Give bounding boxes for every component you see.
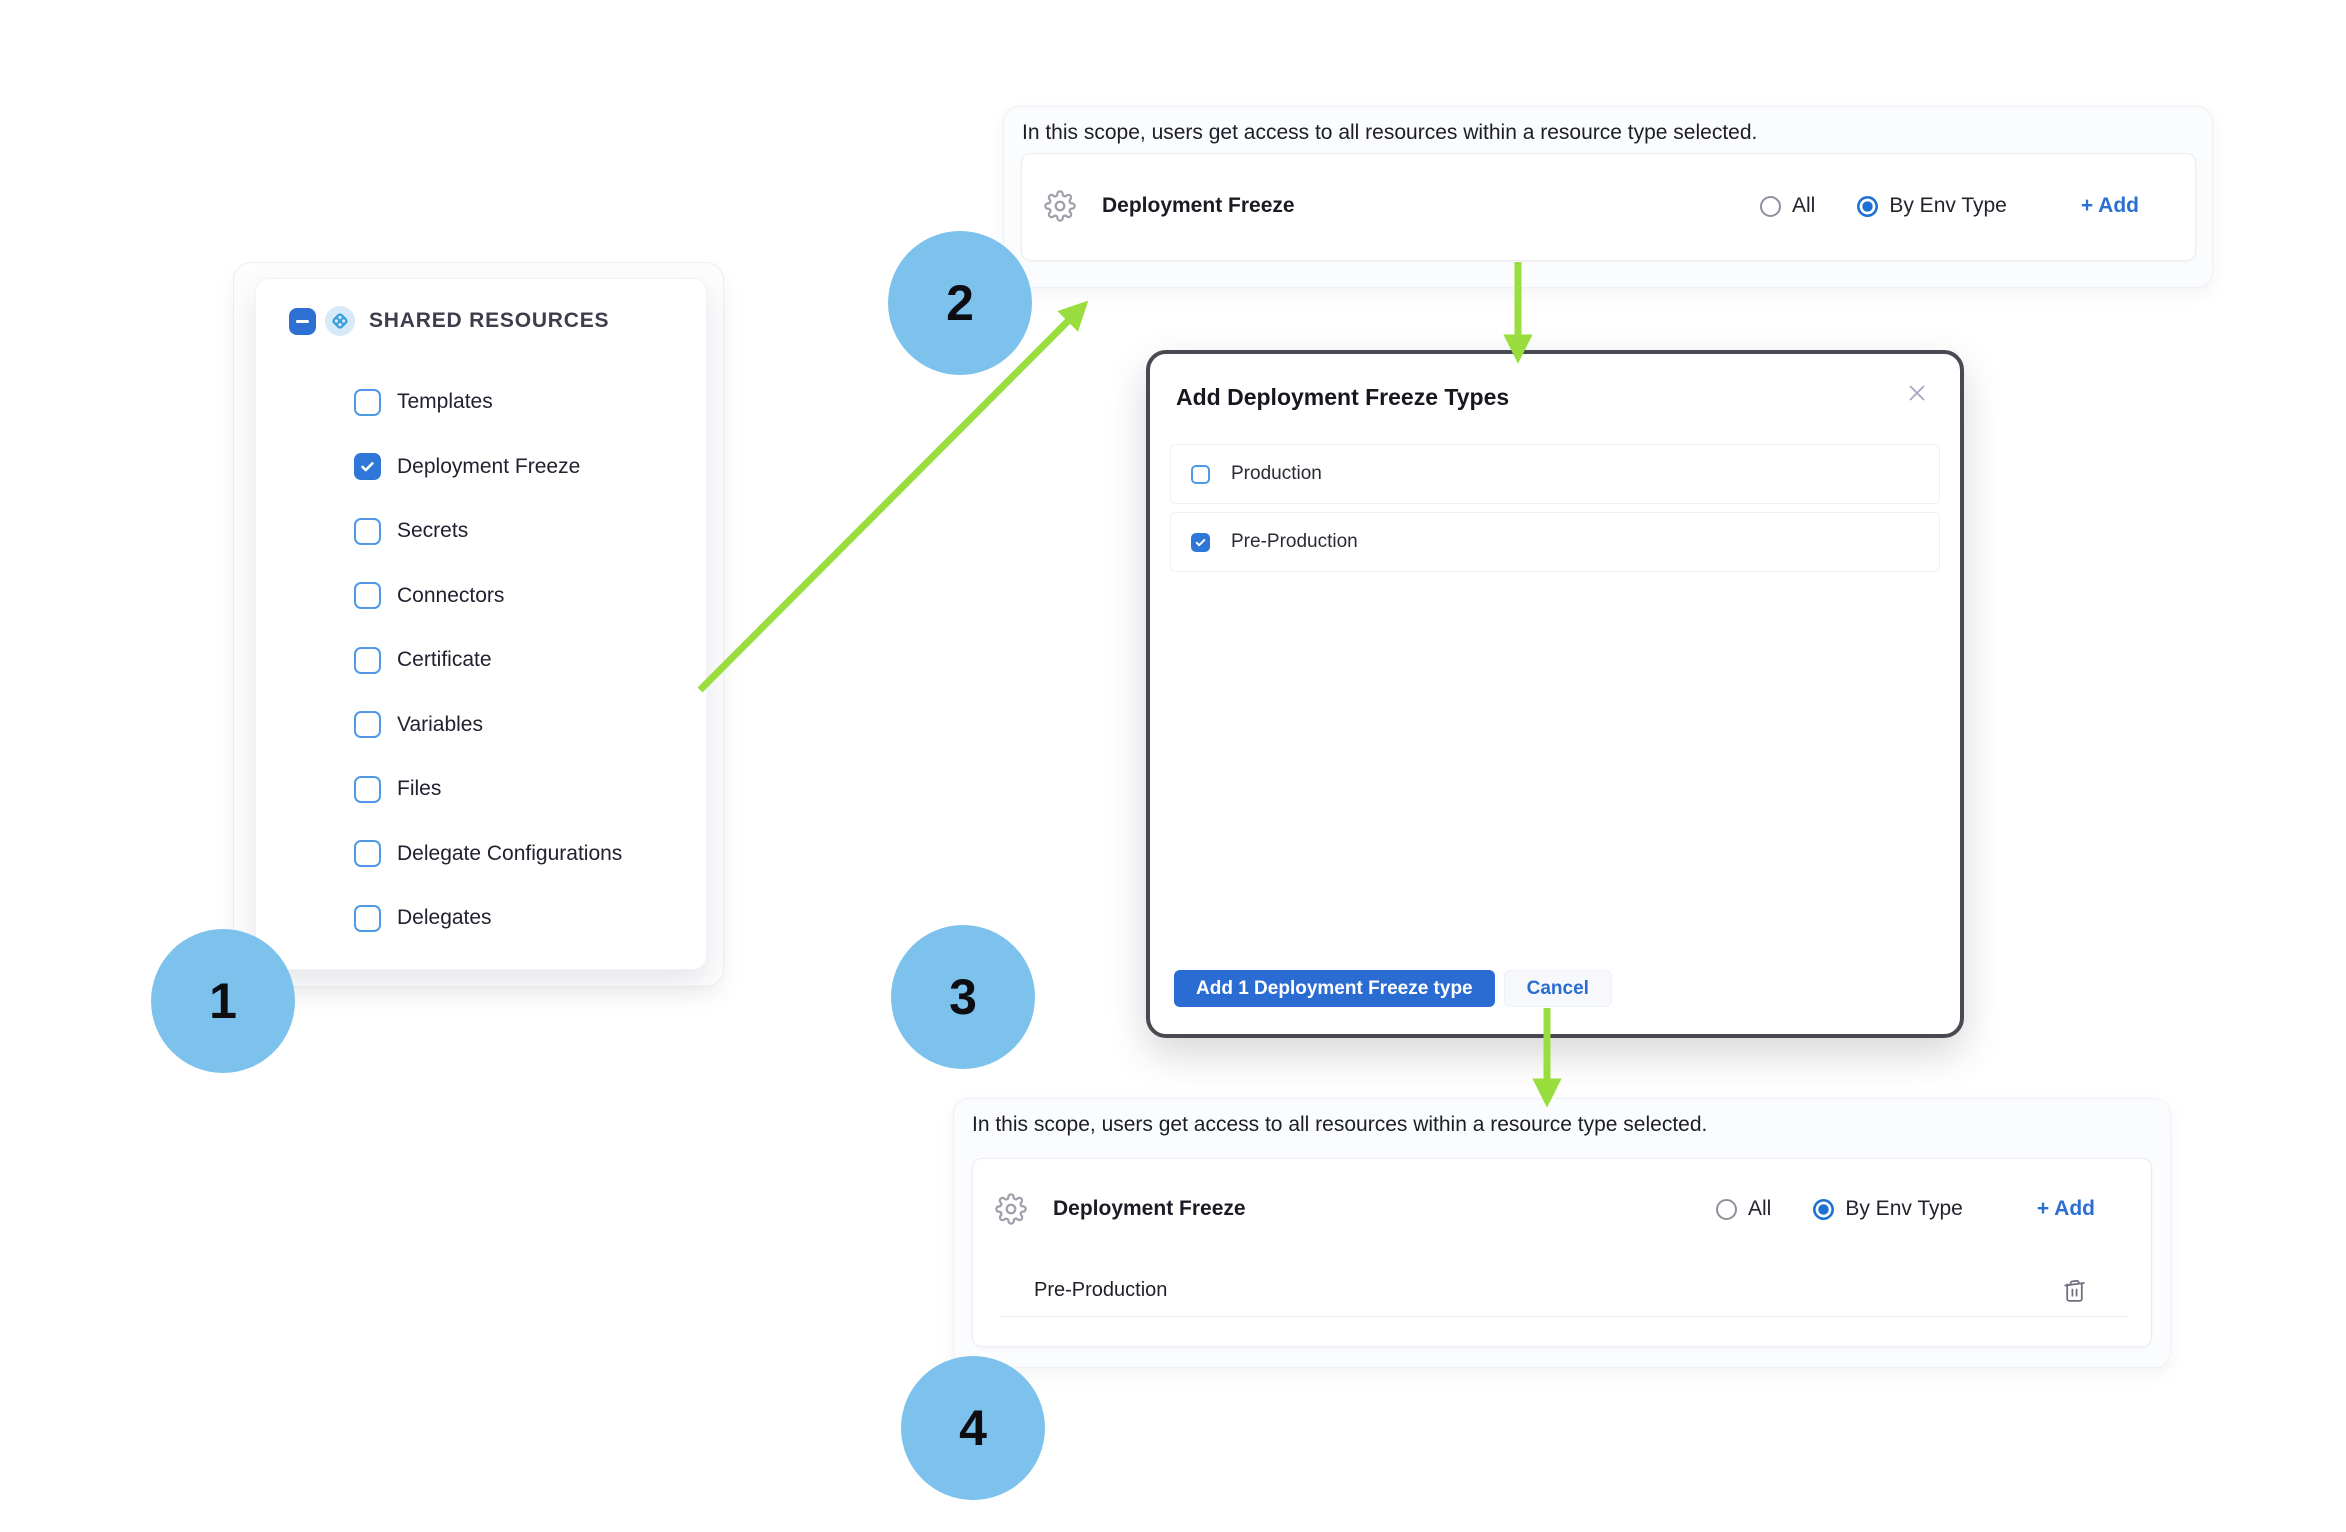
step-number: 4 xyxy=(959,1400,987,1456)
close-button[interactable] xyxy=(1904,378,1934,408)
scope-description: In this scope, users get access to all r… xyxy=(1022,121,1758,144)
resource-item-files[interactable]: Files xyxy=(354,757,622,822)
scope-panel-bottom: In this scope, users get access to all r… xyxy=(953,1098,2171,1368)
checkbox-unchecked[interactable] xyxy=(354,582,381,610)
deployment-freeze-row: Deployment Freeze All By Env Type + Add xyxy=(973,1159,2151,1259)
radio-option-by-env-type[interactable]: By Env Type xyxy=(1813,1197,1963,1221)
radio-option-all[interactable]: All xyxy=(1716,1197,1771,1221)
step-number: 2 xyxy=(946,275,974,331)
gear-icon xyxy=(995,1193,1027,1225)
checkbox-unchecked[interactable] xyxy=(354,840,381,868)
deployment-freeze-row: Deployment Freeze All By Env Type + Add xyxy=(1022,154,2195,258)
resource-item-secrets[interactable]: Secrets xyxy=(354,499,622,564)
add-link[interactable]: + Add xyxy=(2036,1197,2095,1220)
scope-description: In this scope, users get access to all r… xyxy=(972,1113,1708,1136)
submit-button[interactable]: Add 1 Deployment Freeze type xyxy=(1174,970,1495,1007)
resource-list: Templates Deployment Freeze Secrets Conn… xyxy=(354,370,622,951)
step-4-marker: 4 xyxy=(901,1356,1045,1500)
radio-selected-icon[interactable] xyxy=(1813,1198,1835,1220)
checkbox-unchecked[interactable] xyxy=(354,775,381,803)
add-link[interactable]: + Add xyxy=(2080,194,2139,217)
check-icon xyxy=(1195,538,1206,546)
section-title: SHARED RESOURCES xyxy=(369,309,610,332)
resource-item-templates[interactable]: Templates xyxy=(354,370,622,435)
resource-item-variables[interactable]: Variables xyxy=(354,693,622,758)
resource-item-delegates[interactable]: Delegates xyxy=(354,886,622,951)
resource-item-certificate[interactable]: Certificate xyxy=(354,628,622,693)
resource-type-label: Deployment Freeze xyxy=(1102,194,1295,217)
selected-type-label: Pre-Production xyxy=(1034,1278,1168,1301)
scope-radio-group: All By Env Type xyxy=(1760,194,2007,218)
shared-resources-panel: SHARED RESOURCES Templates Deployment Fr… xyxy=(255,278,707,970)
checkbox-checked[interactable] xyxy=(1191,532,1210,552)
checkbox-checked[interactable] xyxy=(354,453,381,481)
step-2-marker: 2 xyxy=(888,231,1032,375)
resource-type-card: Deployment Freeze All By Env Type + Add … xyxy=(972,1158,2152,1347)
checkbox-unchecked[interactable] xyxy=(354,646,381,674)
checkbox-unchecked[interactable] xyxy=(1191,464,1210,484)
freeze-type-list: Production Pre-Production xyxy=(1170,444,1940,572)
modal-footer: Add 1 Deployment Freeze type Cancel xyxy=(1174,970,1612,1007)
radio-selected-icon[interactable] xyxy=(1857,195,1879,217)
delete-button[interactable] xyxy=(2062,1278,2087,1303)
tree-header: SHARED RESOURCES xyxy=(289,306,609,336)
radio-option-by-env-type[interactable]: By Env Type xyxy=(1857,194,2007,218)
step-number: 1 xyxy=(209,973,237,1029)
shared-resources-icon xyxy=(325,306,355,336)
minus-icon xyxy=(296,319,309,323)
checkbox-unchecked[interactable] xyxy=(354,904,381,932)
cancel-button[interactable]: Cancel xyxy=(1503,970,1612,1007)
checkbox-unchecked[interactable] xyxy=(354,517,381,545)
step-3-marker: 3 xyxy=(891,925,1035,1069)
scope-panel-top: In this scope, users get access to all r… xyxy=(1003,106,2213,288)
step-number: 3 xyxy=(949,969,977,1025)
freeze-type-pre-production[interactable]: Pre-Production xyxy=(1170,512,1940,572)
trash-icon xyxy=(2064,1279,2085,1302)
selected-type-row: Pre-Production xyxy=(973,1265,2151,1315)
check-icon xyxy=(361,462,374,472)
freeze-type-production[interactable]: Production xyxy=(1170,444,1940,504)
checkbox-unchecked[interactable] xyxy=(354,711,381,739)
add-freeze-types-modal: Add Deployment Freeze Types Production P… xyxy=(1146,350,1964,1038)
resource-item-connectors[interactable]: Connectors xyxy=(354,564,622,629)
collapse-button[interactable] xyxy=(289,307,316,335)
resource-type-label: Deployment Freeze xyxy=(1053,1197,1246,1220)
gear-icon xyxy=(1044,190,1076,222)
close-icon xyxy=(1909,385,1925,401)
resource-item-deployment-freeze[interactable]: Deployment Freeze xyxy=(354,435,622,500)
resource-type-card: Deployment Freeze All By Env Type + Add xyxy=(1021,153,2196,261)
modal-title: Add Deployment Freeze Types xyxy=(1176,384,1510,410)
arrow-tree-to-top-panel xyxy=(697,300,1089,693)
radio-unselected-icon[interactable] xyxy=(1760,195,1781,217)
step-1-marker: 1 xyxy=(151,929,295,1073)
checkbox-unchecked[interactable] xyxy=(354,388,381,416)
radio-option-all[interactable]: All xyxy=(1760,194,1815,218)
resource-item-delegate-configurations[interactable]: Delegate Configurations xyxy=(354,822,622,887)
scope-radio-group: All By Env Type xyxy=(1716,1197,1963,1221)
row-divider xyxy=(1001,1316,2127,1317)
radio-unselected-icon[interactable] xyxy=(1716,1198,1737,1220)
